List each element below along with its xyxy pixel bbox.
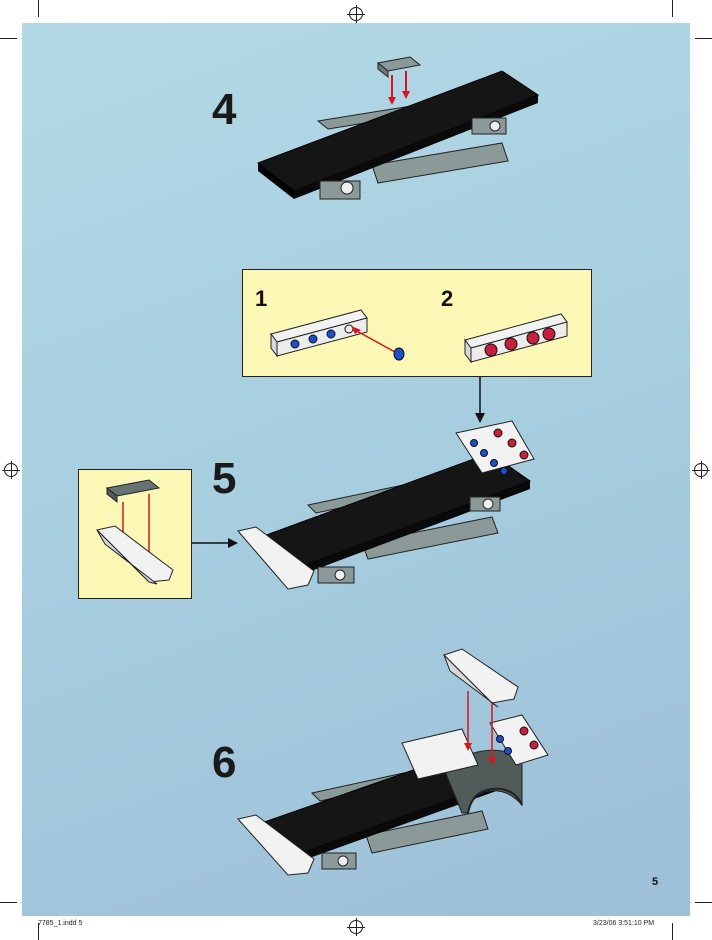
step-number-4: 4 — [212, 85, 237, 134]
registration-mark — [692, 461, 710, 479]
slug-filename: 7785_1.indd 5 — [38, 920, 83, 927]
crop-mark — [672, 923, 673, 940]
crop-mark — [0, 902, 17, 903]
page-number: 5 — [652, 876, 659, 888]
crop-mark — [695, 38, 712, 39]
sub-assembly-callout-pins: 1 2 — [242, 269, 592, 377]
slug-datetime: 3/23/06 3:51:10 PM — [593, 920, 655, 927]
step-number-5: 5 — [212, 454, 237, 503]
registration-mark — [347, 918, 365, 936]
step-6-illustration — [237, 648, 549, 876]
step-5-illustration — [192, 377, 535, 590]
sub-step-2: 2 — [441, 286, 454, 311]
step-4-illustration — [256, 56, 540, 200]
step-number-6: 6 — [212, 738, 237, 787]
slope-brick-illustration — [96, 479, 174, 585]
crop-mark — [38, 0, 39, 17]
registration-mark — [347, 5, 365, 23]
instruction-page: 4 1 2 — [22, 23, 690, 916]
crop-mark — [38, 923, 39, 940]
crop-mark — [695, 902, 712, 903]
registration-mark — [2, 461, 20, 479]
sub-assembly-callout-slope — [78, 469, 192, 599]
technic-brick-illustration — [270, 309, 568, 364]
crop-mark — [0, 38, 17, 39]
sub-step-1: 1 — [255, 286, 268, 311]
crop-mark — [672, 0, 673, 17]
